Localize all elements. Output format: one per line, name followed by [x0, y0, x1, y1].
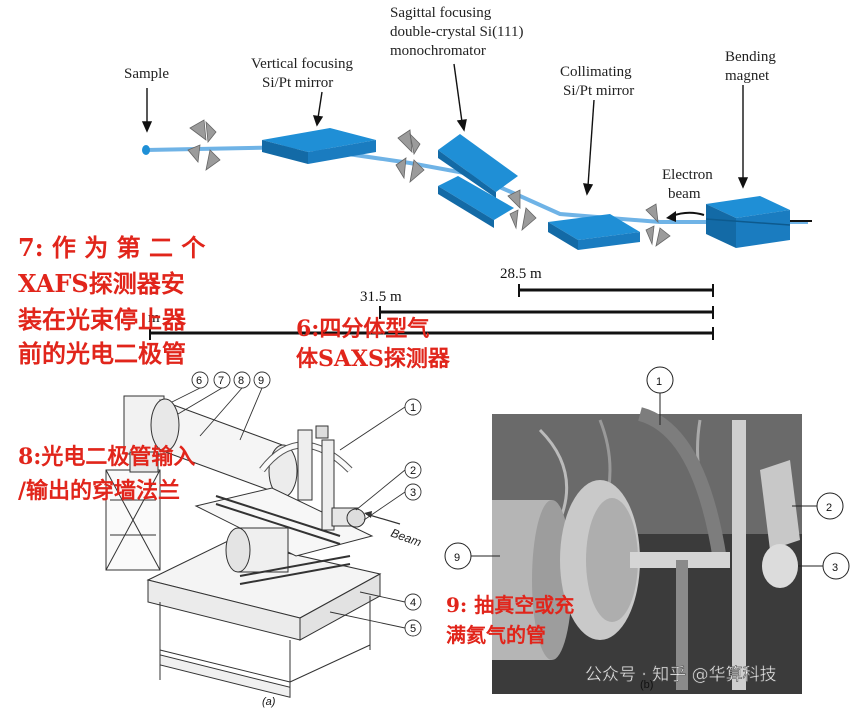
vertical-focusing-mirror: [262, 128, 376, 164]
drawing-callout-7: 7: [218, 375, 224, 387]
photo-callout-2: 2: [826, 502, 832, 514]
label-mono-line3: monochromator: [390, 43, 486, 59]
label-electron-line2: beam: [668, 186, 701, 202]
slit-aperture-4: [645, 203, 671, 247]
annotation-6-line1: 6:四分体型气: [296, 316, 429, 342]
annotation-9-line2: 满氦气的管: [446, 623, 546, 647]
beamline-schematic: Sample Vertical focusing Si/Pt mirror Sa…: [124, 5, 812, 340]
distance-label-1: 28.5 m: [500, 266, 542, 282]
distance-scale: [149, 284, 714, 340]
annotation-6-line2: 体SAXS探测器: [296, 346, 451, 372]
label-pointer-arrows: [141, 63, 749, 196]
annotation-7-line2: XAFS探测器安: [18, 269, 185, 298]
monochromator-crystal-upper: [438, 134, 518, 198]
beam-direction-label: Beam: [389, 526, 423, 550]
slit-aperture-1: [187, 119, 221, 171]
photo-callout-9: 9: [454, 552, 460, 564]
annotation-6: 6:四分体型气 体SAXS探测器: [296, 316, 451, 372]
photo-callouts: [444, 366, 850, 580]
label-vertical-mirror-line2: Si/Pt mirror: [262, 75, 333, 91]
instrument-drawing: [105, 395, 401, 698]
collimating-mirror: [548, 214, 640, 250]
bending-magnet: [705, 196, 791, 248]
drawing-callout-5: 5: [410, 623, 416, 635]
instrument-photo: [492, 407, 802, 694]
label-electron-line1: Electron: [662, 167, 713, 183]
drawing-callout-3: 3: [410, 487, 416, 499]
drawing-caption: (a): [262, 696, 276, 708]
monochromator-crystal-lower: [438, 176, 514, 228]
drawing-callouts: [171, 371, 422, 637]
distance-label-2: 31.5 m: [360, 289, 402, 305]
electron-beam-arrow: [671, 211, 705, 217]
annotation-7-line3: 装在光束停止器: [18, 305, 187, 334]
drawing-callout-1: 1: [410, 402, 416, 414]
label-mono-line1: Sagittal focusing: [390, 5, 492, 21]
sample-marker: [142, 145, 150, 155]
slit-aperture-3: [507, 189, 537, 232]
distance-label-3: m: [148, 310, 160, 326]
label-collimating-line1: Collimating: [560, 64, 632, 80]
label-bending-line2: magnet: [725, 68, 770, 84]
annotation-8-line1: 8:光电二极管输入: [18, 444, 195, 470]
annotation-7-line4: 前的光电二极管: [18, 339, 186, 368]
label-collimating-line2: Si/Pt mirror: [563, 83, 634, 99]
drawing-callout-6: 6: [196, 375, 202, 387]
annotation-7-line1: 7: 作 为 第 二 个: [18, 233, 206, 262]
label-vertical-mirror-line1: Vertical focusing: [251, 56, 354, 72]
annotation-7: 7: 作 为 第 二 个 XAFS探测器安 装在光束停止器 前的光电二极管: [18, 233, 206, 368]
drawing-callout-8: 8: [238, 375, 244, 387]
annotation-9: 9: 抽真空或充 满氦气的管: [446, 593, 574, 647]
watermark-text: 公众号 · 知乎 @华算科技: [585, 665, 777, 685]
slit-aperture-2: [395, 129, 425, 184]
photo-callout-1: 1: [656, 376, 662, 388]
annotation-8-line2: /输出的穿墙法兰: [18, 478, 180, 504]
annotation-8: 8:光电二极管输入 /输出的穿墙法兰: [18, 444, 195, 504]
drawing-callout-4: 4: [410, 597, 416, 609]
photo-callout-3: 3: [832, 562, 838, 574]
annotation-9-line1: 9: 抽真空或充: [446, 593, 574, 617]
label-bending-line1: Bending: [725, 49, 776, 65]
label-mono-line2: double-crystal Si(111): [390, 24, 523, 40]
label-sample: Sample: [124, 66, 169, 82]
drawing-callout-9: 9: [258, 375, 264, 387]
drawing-callout-2: 2: [410, 465, 416, 477]
photo-caption: (b): [640, 679, 653, 691]
